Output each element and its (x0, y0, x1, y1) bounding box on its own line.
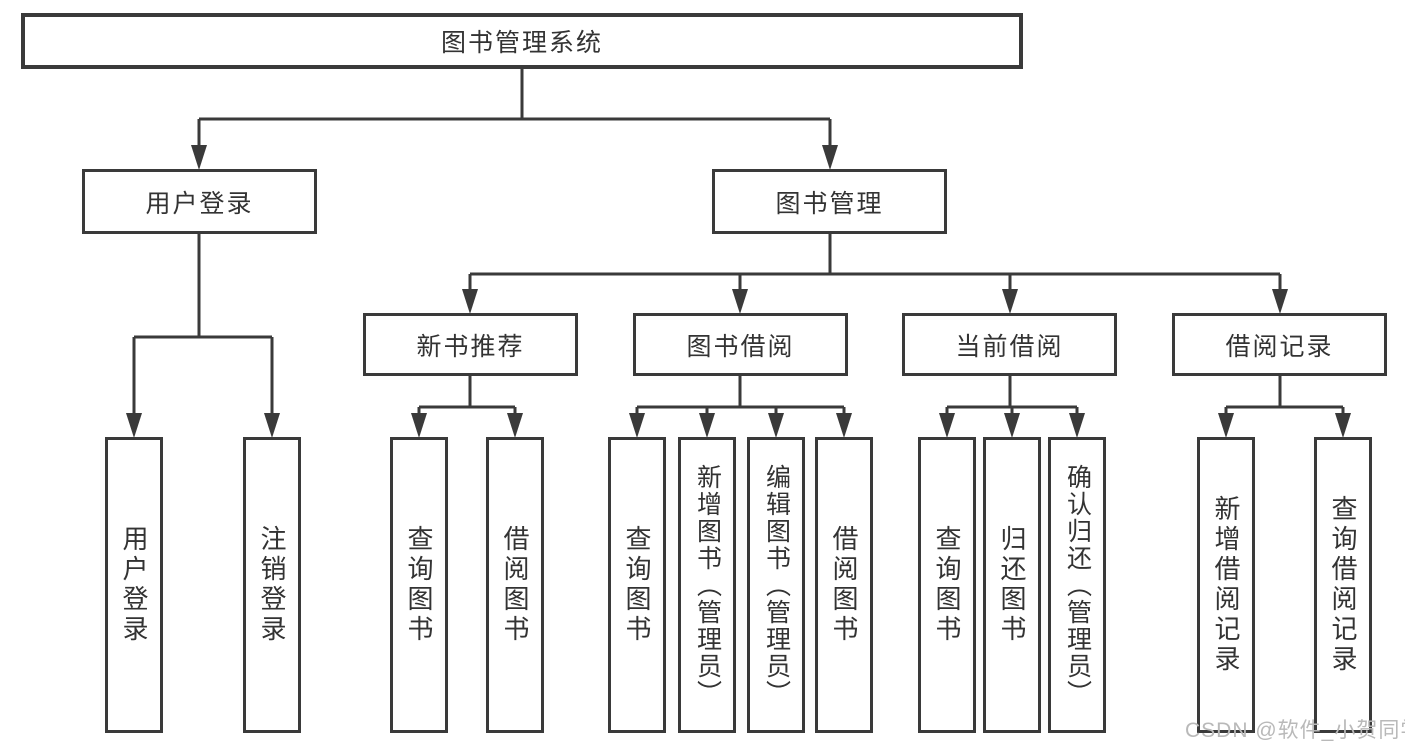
leaf-node-label: 编辑图书（管理员） (762, 463, 791, 707)
leaf-node-label: 新增图书（管理员） (693, 463, 722, 707)
group-node-label: 当前借阅 (955, 332, 1064, 361)
leaf-node-search-borrow-record: 查询借阅记录 (1314, 437, 1372, 733)
leaf-node-label: 查询借阅记录 (1328, 495, 1358, 675)
leaf-node-label: 注销登录 (257, 525, 287, 645)
branch-node-user-login: 用户登录 (82, 169, 317, 234)
leaf-node-search-book: 查询图书 (608, 437, 666, 733)
group-node-label: 新书推荐 (416, 332, 525, 361)
leaf-node-confirm-return-admin: 确认归还（管理员） (1048, 437, 1106, 733)
root-node-label: 图书管理系统 (440, 29, 603, 57)
group-node-new-book-recommend: 新书推荐 (363, 313, 578, 376)
leaf-node-add-borrow-record: 新增借阅记录 (1197, 437, 1255, 733)
leaf-node-label: 归还图书 (997, 525, 1027, 645)
leaf-node-return-book: 归还图书 (983, 437, 1041, 733)
arrow-down-icons (126, 145, 1351, 438)
leaf-node-logout: 注销登录 (243, 437, 301, 733)
leaf-node-label: 查询图书 (932, 525, 962, 645)
root-node-library-system: 图书管理系统 (21, 13, 1023, 69)
group-node-book-borrow: 图书借阅 (633, 313, 848, 376)
leaf-node-edit-book-admin: 编辑图书（管理员） (747, 437, 805, 733)
leaf-node-search-book: 查询图书 (390, 437, 448, 733)
csdn-watermark: CSDN @软件_小贺同学 (1185, 719, 1405, 742)
leaf-node-label: 借阅图书 (500, 525, 530, 645)
group-node-label: 图书借阅 (686, 332, 795, 361)
group-node-current-borrow: 当前借阅 (902, 313, 1117, 376)
leaf-node-borrow-book: 借阅图书 (486, 437, 544, 733)
leaf-node-user-login: 用户登录 (105, 437, 163, 733)
leaf-node-borrow-book: 借阅图书 (815, 437, 873, 733)
branch-node-book-management: 图书管理 (712, 169, 947, 234)
branch-node-label: 用户登录 (145, 189, 254, 218)
leaf-node-label: 新增借阅记录 (1211, 495, 1241, 675)
leaf-node-label: 借阅图书 (829, 525, 859, 645)
leaf-node-label: 确认归还（管理员） (1063, 463, 1092, 707)
group-node-borrow-records: 借阅记录 (1172, 313, 1387, 376)
leaf-node-search-book: 查询图书 (918, 437, 976, 733)
leaf-node-label: 查询图书 (404, 525, 434, 645)
leaf-node-label: 查询图书 (622, 525, 652, 645)
branch-node-label: 图书管理 (775, 189, 884, 218)
group-node-label: 借阅记录 (1225, 332, 1334, 361)
leaf-node-label: 用户登录 (119, 525, 149, 645)
leaf-node-add-book-admin: 新增图书（管理员） (678, 437, 736, 733)
